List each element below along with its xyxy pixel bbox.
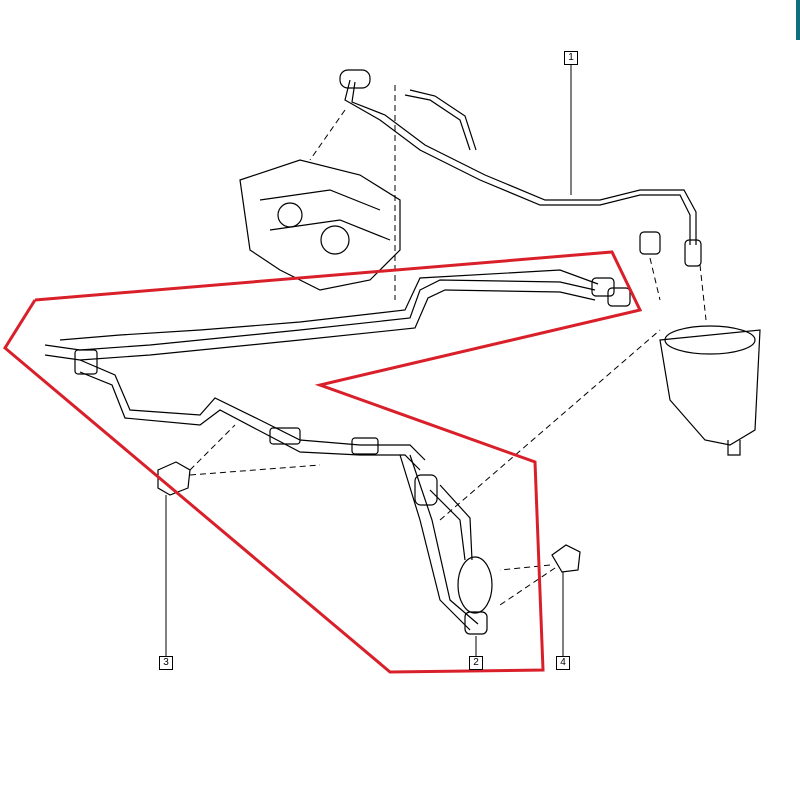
callout-4: 4 xyxy=(556,656,570,670)
callout-1: 1 xyxy=(564,51,578,65)
clip-3-drawing xyxy=(157,461,191,496)
window-edge-accent xyxy=(796,0,800,40)
callout-2: 2 xyxy=(469,656,483,670)
clip-4-drawing xyxy=(551,544,581,573)
fuel-filter-drawing xyxy=(659,325,761,456)
fuel-pipe-2-drawing xyxy=(44,269,631,635)
injection-pump-drawing xyxy=(239,159,401,291)
fuel-pipe-1-drawing xyxy=(339,69,702,267)
highlight-outline xyxy=(3,250,643,674)
callout-3: 3 xyxy=(159,656,173,670)
